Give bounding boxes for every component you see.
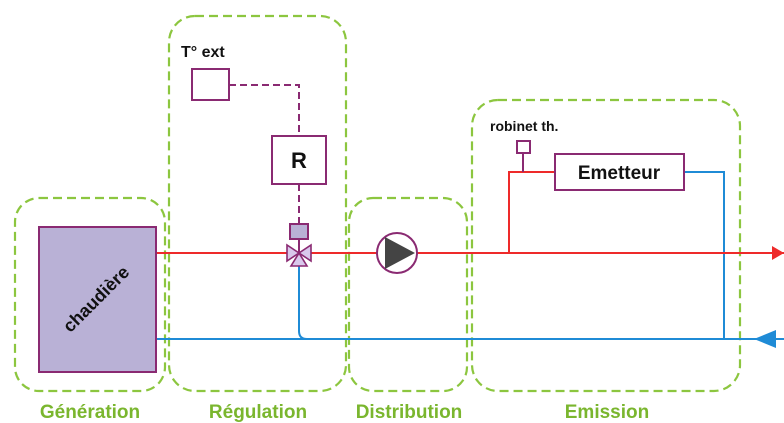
thermostatic-valve-label: robinet th. <box>490 118 558 134</box>
zone-regulation <box>167 14 348 393</box>
boiler: chaudière <box>38 226 157 373</box>
emitter-label: Emetteur <box>578 163 661 184</box>
emitter-box: Emetteur <box>554 153 685 191</box>
regulator-label: R <box>291 148 307 173</box>
cold-return-pipe <box>156 171 784 340</box>
zone-label-emission: Emission <box>565 402 649 423</box>
outdoor-temp-label: T° ext <box>181 44 225 61</box>
outdoor-temp-sensor <box>191 68 230 101</box>
zone-generation <box>13 196 167 393</box>
zone-label-generation: Génération <box>40 402 140 423</box>
thermostatic-valve-head <box>516 140 531 154</box>
zone-label-distribution: Distribution <box>356 402 463 423</box>
three-way-valve-icon <box>286 243 312 267</box>
zone-emission <box>470 98 742 393</box>
zone-label-regulation: Régulation <box>209 402 307 423</box>
valve-actuator <box>289 223 309 240</box>
arrow-left-icon <box>754 330 776 348</box>
regulator-box: R <box>271 135 327 185</box>
pump-icon <box>376 232 418 274</box>
hot-supply-pipe <box>156 171 784 254</box>
zone-distribution <box>347 196 469 393</box>
sensor-signal-line <box>229 84 300 136</box>
arrow-right-icon <box>772 246 784 260</box>
